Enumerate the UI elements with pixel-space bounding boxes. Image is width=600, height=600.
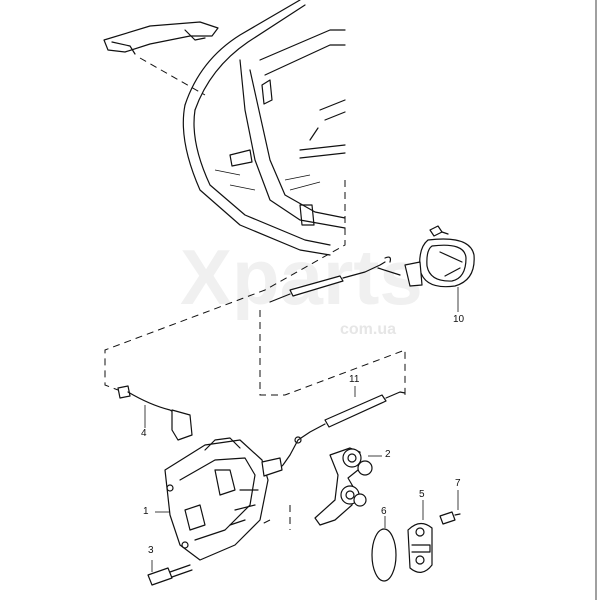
inner-door-handle [404, 225, 475, 312]
callout-10: 10 [453, 314, 465, 325]
callout-7: 7 [455, 478, 461, 489]
callout-6: 6 [381, 506, 387, 517]
lock-screw [147, 560, 193, 586]
lock-leader-dashed [259, 505, 291, 530]
lower-cable [277, 386, 406, 471]
outer-door-handle [103, 21, 219, 55]
door-lock [155, 437, 283, 561]
callout-11: 11 [349, 374, 360, 385]
callout-5: 5 [419, 489, 425, 500]
screw [429, 225, 443, 237]
callout-4: 4 [141, 428, 147, 439]
callout-3: 3 [148, 545, 154, 556]
lock-bracket [314, 447, 382, 526]
striker-plate [371, 490, 461, 582]
door-frame [182, 0, 346, 256]
cable-boundary-dashed [259, 310, 406, 396]
callout-1: 1 [143, 506, 149, 517]
leader-dashed [139, 57, 206, 96]
callout-2: 2 [385, 449, 391, 460]
upper-cable [269, 256, 401, 303]
lock-wire-connector [117, 385, 193, 441]
group-boundary-dashed [104, 180, 346, 391]
